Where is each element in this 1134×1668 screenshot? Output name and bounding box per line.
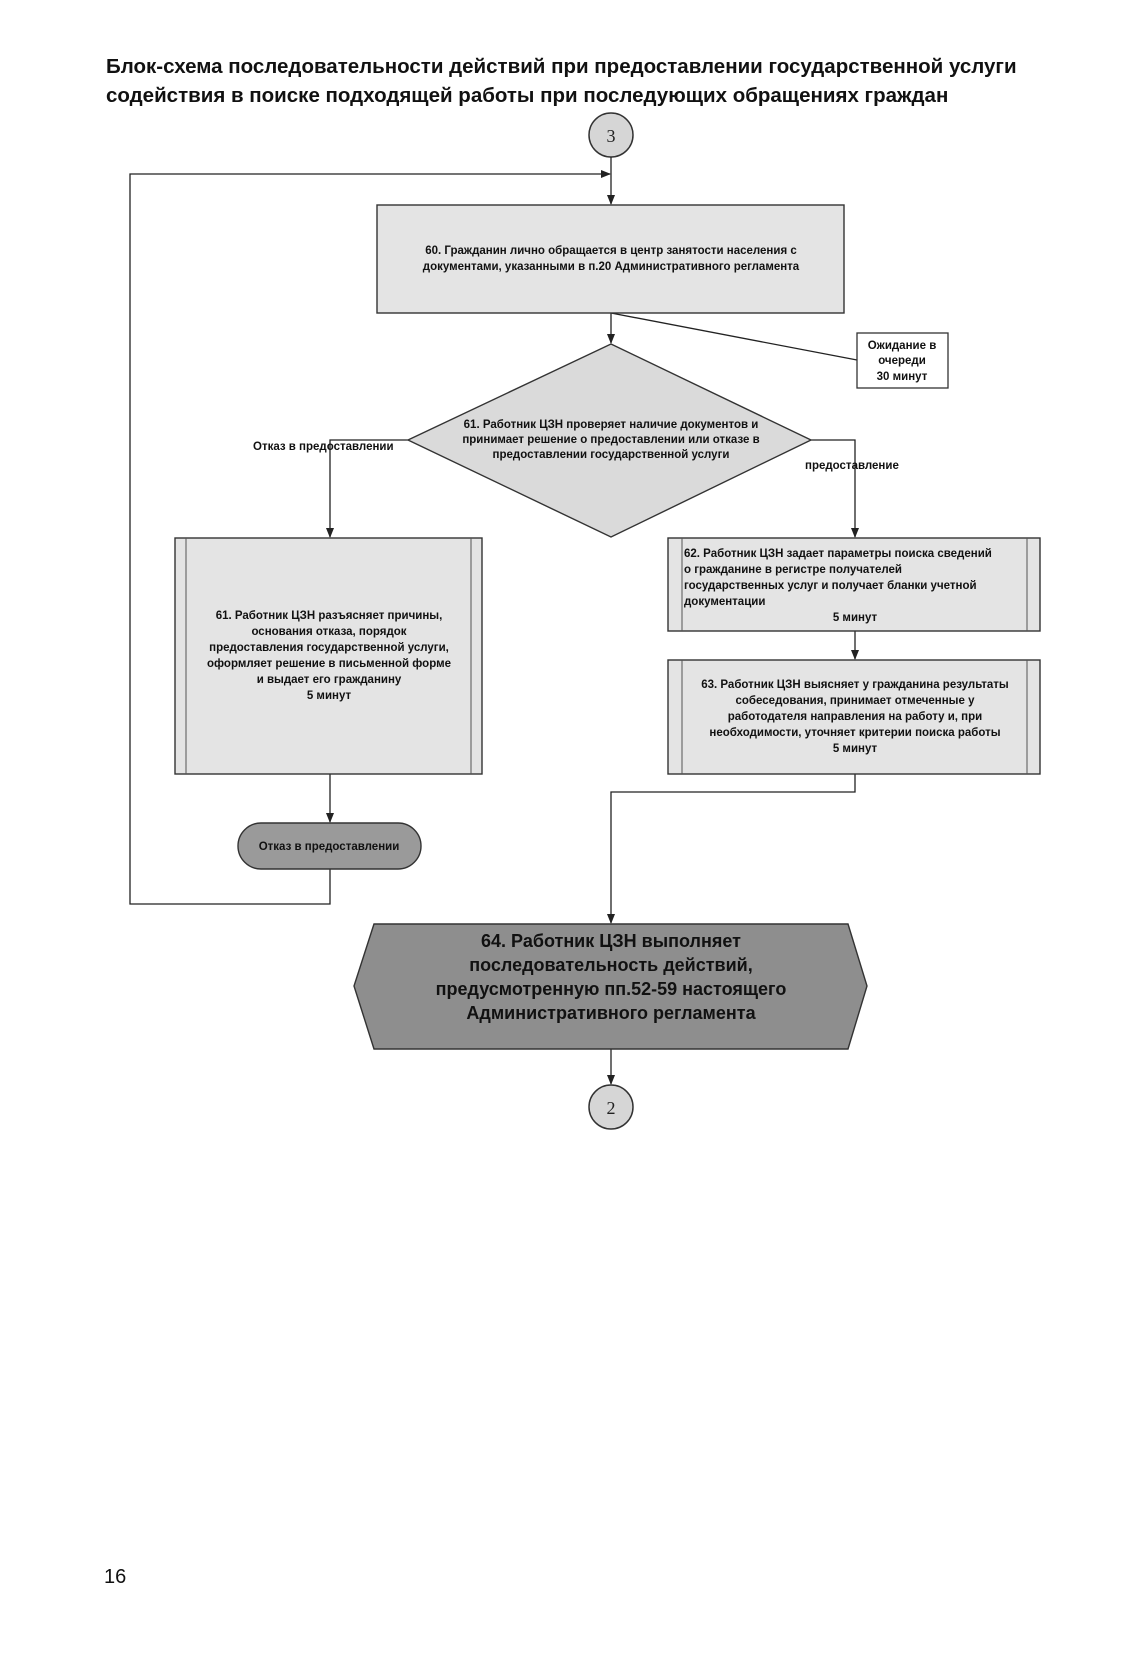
step-61-text: 61. Работник ЦЗН разъясняет причины, [216, 610, 443, 622]
connector-end: 2 [588, 1084, 634, 1130]
step-64-text: последовательность действий, [469, 955, 752, 975]
connector-lines [129, 157, 859, 1085]
title-line-1: Блок-схема последовательности действий п… [106, 55, 1017, 78]
step-62-text: документации [684, 596, 765, 608]
step-64-text: 64. Работник ЦЗН выполняет [481, 931, 741, 951]
queue-wait-box: Ожидание в очереди 30 минут [856, 332, 949, 389]
step-62-text: о гражданине в регистре получателей [684, 564, 902, 576]
decision-text: 61. Работник ЦЗН проверяет наличие докум… [464, 419, 759, 431]
step-62-duration: 5 минут [833, 612, 878, 624]
connector-end-label: 2 [607, 1098, 616, 1118]
connector-start-label: 3 [607, 126, 616, 146]
decision-text: предоставлении государственной услуги [493, 449, 730, 461]
page-number: 16 [104, 1566, 127, 1588]
step-60-text: документами, указанными в п.20 Администр… [423, 261, 800, 273]
step-60-box: 60. Гражданин лично обращается в центр з… [376, 204, 845, 314]
title-line-2: содействия в поиске подходящей работы пр… [106, 84, 949, 107]
step-63-box: 63. Работник ЦЗН выясняет у гражданина р… [667, 659, 1041, 775]
step-63-text: работодателя направления на работу и, пр… [728, 711, 982, 723]
step-61-duration: 5 минут [307, 690, 352, 702]
step-63-text: необходимости, уточняет критерии поиска … [709, 727, 1000, 739]
queue-text: Ожидание в [868, 340, 937, 352]
step-62-text: 62. Работник ЦЗН задает параметры поиска… [684, 548, 992, 560]
terminator-label: Отказ в предоставлении [259, 841, 400, 853]
step-64-hexagon: 64. Работник ЦЗН выполняет последователь… [353, 923, 868, 1050]
refusal-terminator: Отказ в предоставлении [237, 822, 422, 870]
step-61-text: оформляет решение в письменной форме [207, 658, 451, 670]
step-61-text: и выдает его гражданину [257, 674, 402, 686]
branch-label-refuse: Отказ в предоставлении [253, 441, 394, 453]
decision-61: 61. Работник ЦЗН проверяет наличие докум… [406, 343, 813, 538]
connector-start: 3 [588, 112, 634, 158]
step-63-duration: 5 минут [833, 743, 878, 755]
page-title: Блок-схема последовательности действий п… [106, 52, 1017, 110]
step-63-text: собеседования, принимает отмеченные у [736, 695, 976, 707]
step-62-text: государственных услуг и получает бланки … [684, 580, 977, 592]
queue-duration: 30 минут [877, 371, 928, 383]
branch-label-grant: предоставление [805, 460, 899, 472]
step-63-text: 63. Работник ЦЗН выясняет у гражданина р… [701, 679, 1009, 691]
step-61-refusal-box: 61. Работник ЦЗН разъясняет причины, осн… [174, 537, 483, 775]
step-61-text: основания отказа, порядок [251, 626, 406, 638]
step-64-text: предусмотренную пп.52-59 настоящего [436, 979, 787, 999]
decision-text: принимает решение о предоставлении или о… [462, 434, 759, 446]
step-60-text: 60. Гражданин лично обращается в центр з… [425, 245, 797, 257]
step-64-text: Административного регламента [466, 1003, 756, 1023]
step-62-box: 62. Работник ЦЗН задает параметры поиска… [667, 537, 1041, 632]
step-61-text: предоставления государственной услуги, [209, 642, 449, 654]
queue-text: очереди [878, 355, 926, 367]
